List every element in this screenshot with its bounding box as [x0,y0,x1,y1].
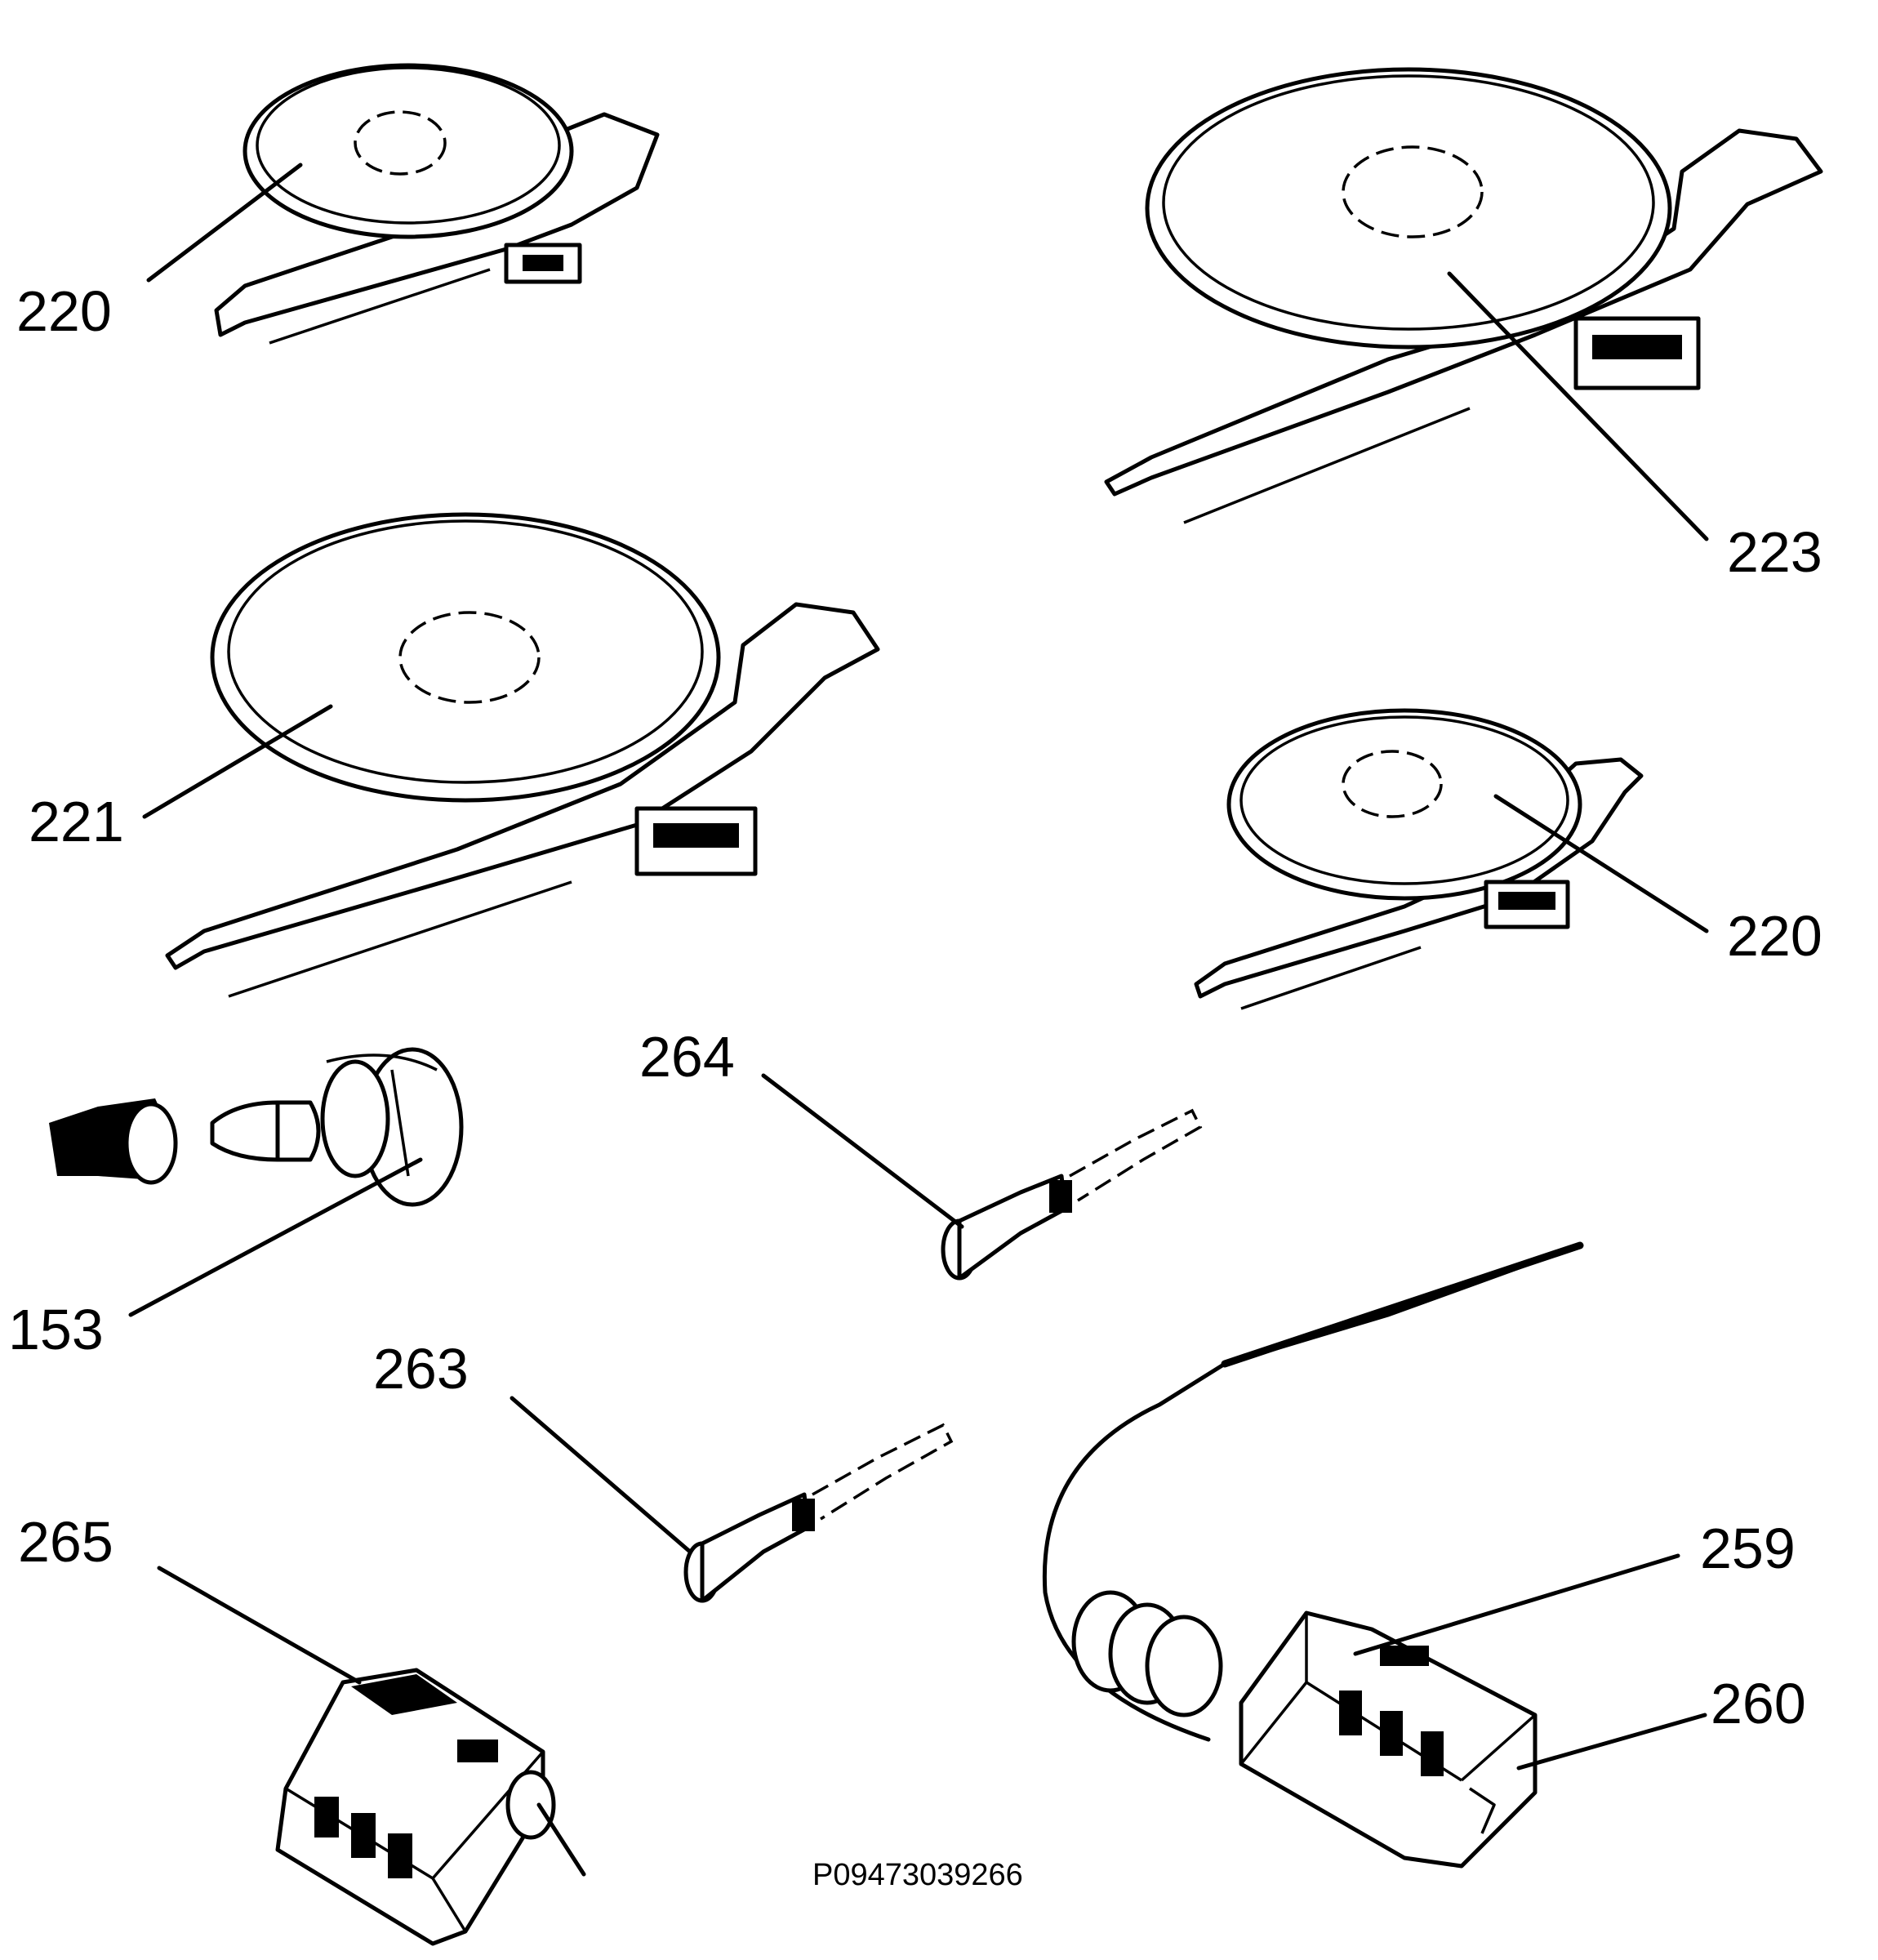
leader-220a [146,163,303,283]
label-265: 265 [18,1510,113,1574]
leader-263 [510,1396,692,1554]
hotplate-220-top-left [214,63,660,345]
leader-153 [128,1157,423,1317]
label-220-top-left: 220 [16,279,112,343]
leader-221 [142,704,333,819]
hotplate-223-top-right [1104,67,1823,524]
label-153: 153 [8,1298,104,1361]
leader-264 [761,1073,964,1229]
leader-260 [1516,1713,1707,1771]
label-223: 223 [1727,520,1822,584]
thermostat-259-260 [1042,1241,1584,1869]
leader-lines [128,163,1709,1771]
hotplate-220-middle-right [1194,708,1644,1010]
part-labels: 220 223 221 220 264 153 263 265 259 260 … [8,279,1822,1892]
leader-220b [1493,794,1709,933]
selector-switch-265 [275,1668,586,1946]
leader-223 [1447,271,1709,541]
thermocouple-263 [683,1423,954,1603]
label-221: 221 [29,790,124,853]
label-263: 263 [373,1337,469,1401]
label-259: 259 [1700,1517,1796,1580]
label-260: 260 [1711,1672,1806,1735]
drawing-code: P09473039266 [812,1858,1023,1892]
hotplate-221-middle-left [165,512,880,998]
thermocouple-264 [941,1108,1203,1281]
leader-259 [1353,1553,1680,1656]
leader-265 [157,1566,362,1685]
oven-lamp-153 [49,1047,464,1207]
label-220-middle-right: 220 [1727,904,1822,968]
label-264: 264 [639,1025,735,1089]
